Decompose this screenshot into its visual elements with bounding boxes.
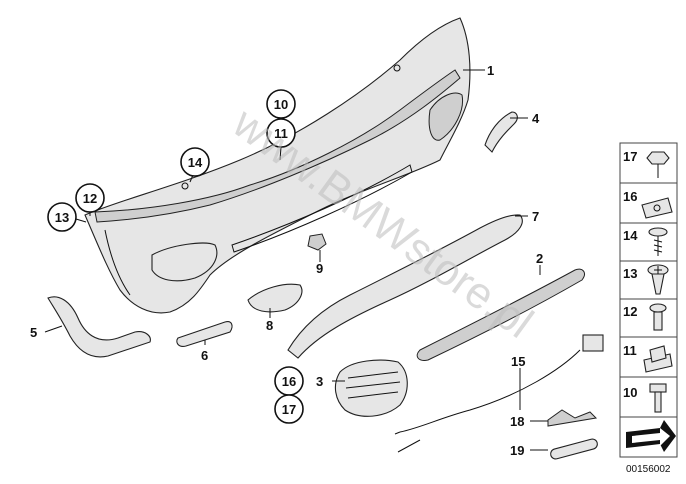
bolt-icon [649, 383, 667, 413]
spoiler-part-7 [287, 214, 523, 359]
tube-part-19 [550, 438, 598, 460]
diagram-code: 00156002 [626, 464, 671, 475]
legend-label-11: 11 [623, 343, 637, 358]
screw-icon [648, 227, 668, 256]
callout-6: 6 [201, 348, 208, 363]
svg-text:16: 16 [282, 374, 296, 389]
callout-1: 1 [487, 63, 494, 78]
circled-callout-14: 14 [180, 147, 210, 177]
legend-label-13: 13 [623, 266, 637, 281]
callout-19: 19 [510, 443, 524, 458]
svg-text:11: 11 [274, 126, 288, 141]
callout-2: 2 [536, 251, 543, 266]
legend-label-17: 17 [623, 149, 637, 164]
grille-part-3 [334, 359, 408, 417]
hex-bolt-icon [646, 151, 670, 178]
clip-part-9 [307, 233, 327, 251]
circled-callout-12: 12 [75, 183, 105, 213]
callout-18: 18 [510, 414, 524, 429]
legend-label-14: 14 [623, 228, 638, 243]
svg-text:10: 10 [274, 97, 288, 112]
svg-text:12: 12 [83, 191, 97, 206]
circled-callout-17: 17 [274, 394, 304, 424]
fastener-legend: 17 16 14 13 12 11 10 [619, 142, 678, 458]
trim-part-6 [176, 321, 233, 347]
callout-15: 15 [511, 354, 525, 369]
circled-callout-13: 13 [47, 202, 77, 232]
svg-text:13: 13 [55, 210, 69, 225]
corner-trim-part-5 [47, 296, 151, 358]
svg-text:17: 17 [282, 402, 296, 417]
legend-label-16: 16 [623, 189, 637, 204]
wire-part-15 [394, 334, 604, 453]
circled-callout-10: 10 [266, 89, 296, 119]
arrow-icon [626, 420, 676, 452]
circled-callout-16: 16 [274, 366, 304, 396]
callout-8: 8 [266, 318, 273, 333]
callout-9: 9 [316, 261, 323, 276]
callout-4: 4 [532, 111, 540, 126]
bumper-cover [84, 17, 471, 314]
legend-label-10: 10 [623, 385, 637, 400]
expansion-rivet-icon [647, 264, 669, 295]
circled-callout-11: 11 [266, 118, 296, 148]
reflector-part-8 [247, 283, 303, 313]
push-rivet-icon [649, 303, 667, 331]
clip-nut-icon [641, 197, 673, 219]
callout-5: 5 [30, 325, 37, 340]
spring-nut-icon [643, 345, 673, 373]
grille-strip-part-2 [416, 268, 585, 361]
svg-text:14: 14 [188, 155, 203, 170]
part-18 [547, 409, 598, 427]
bracket-part-4 [484, 111, 518, 153]
legend-label-12: 12 [623, 304, 637, 319]
callout-3: 3 [316, 374, 323, 389]
callout-7: 7 [532, 209, 539, 224]
